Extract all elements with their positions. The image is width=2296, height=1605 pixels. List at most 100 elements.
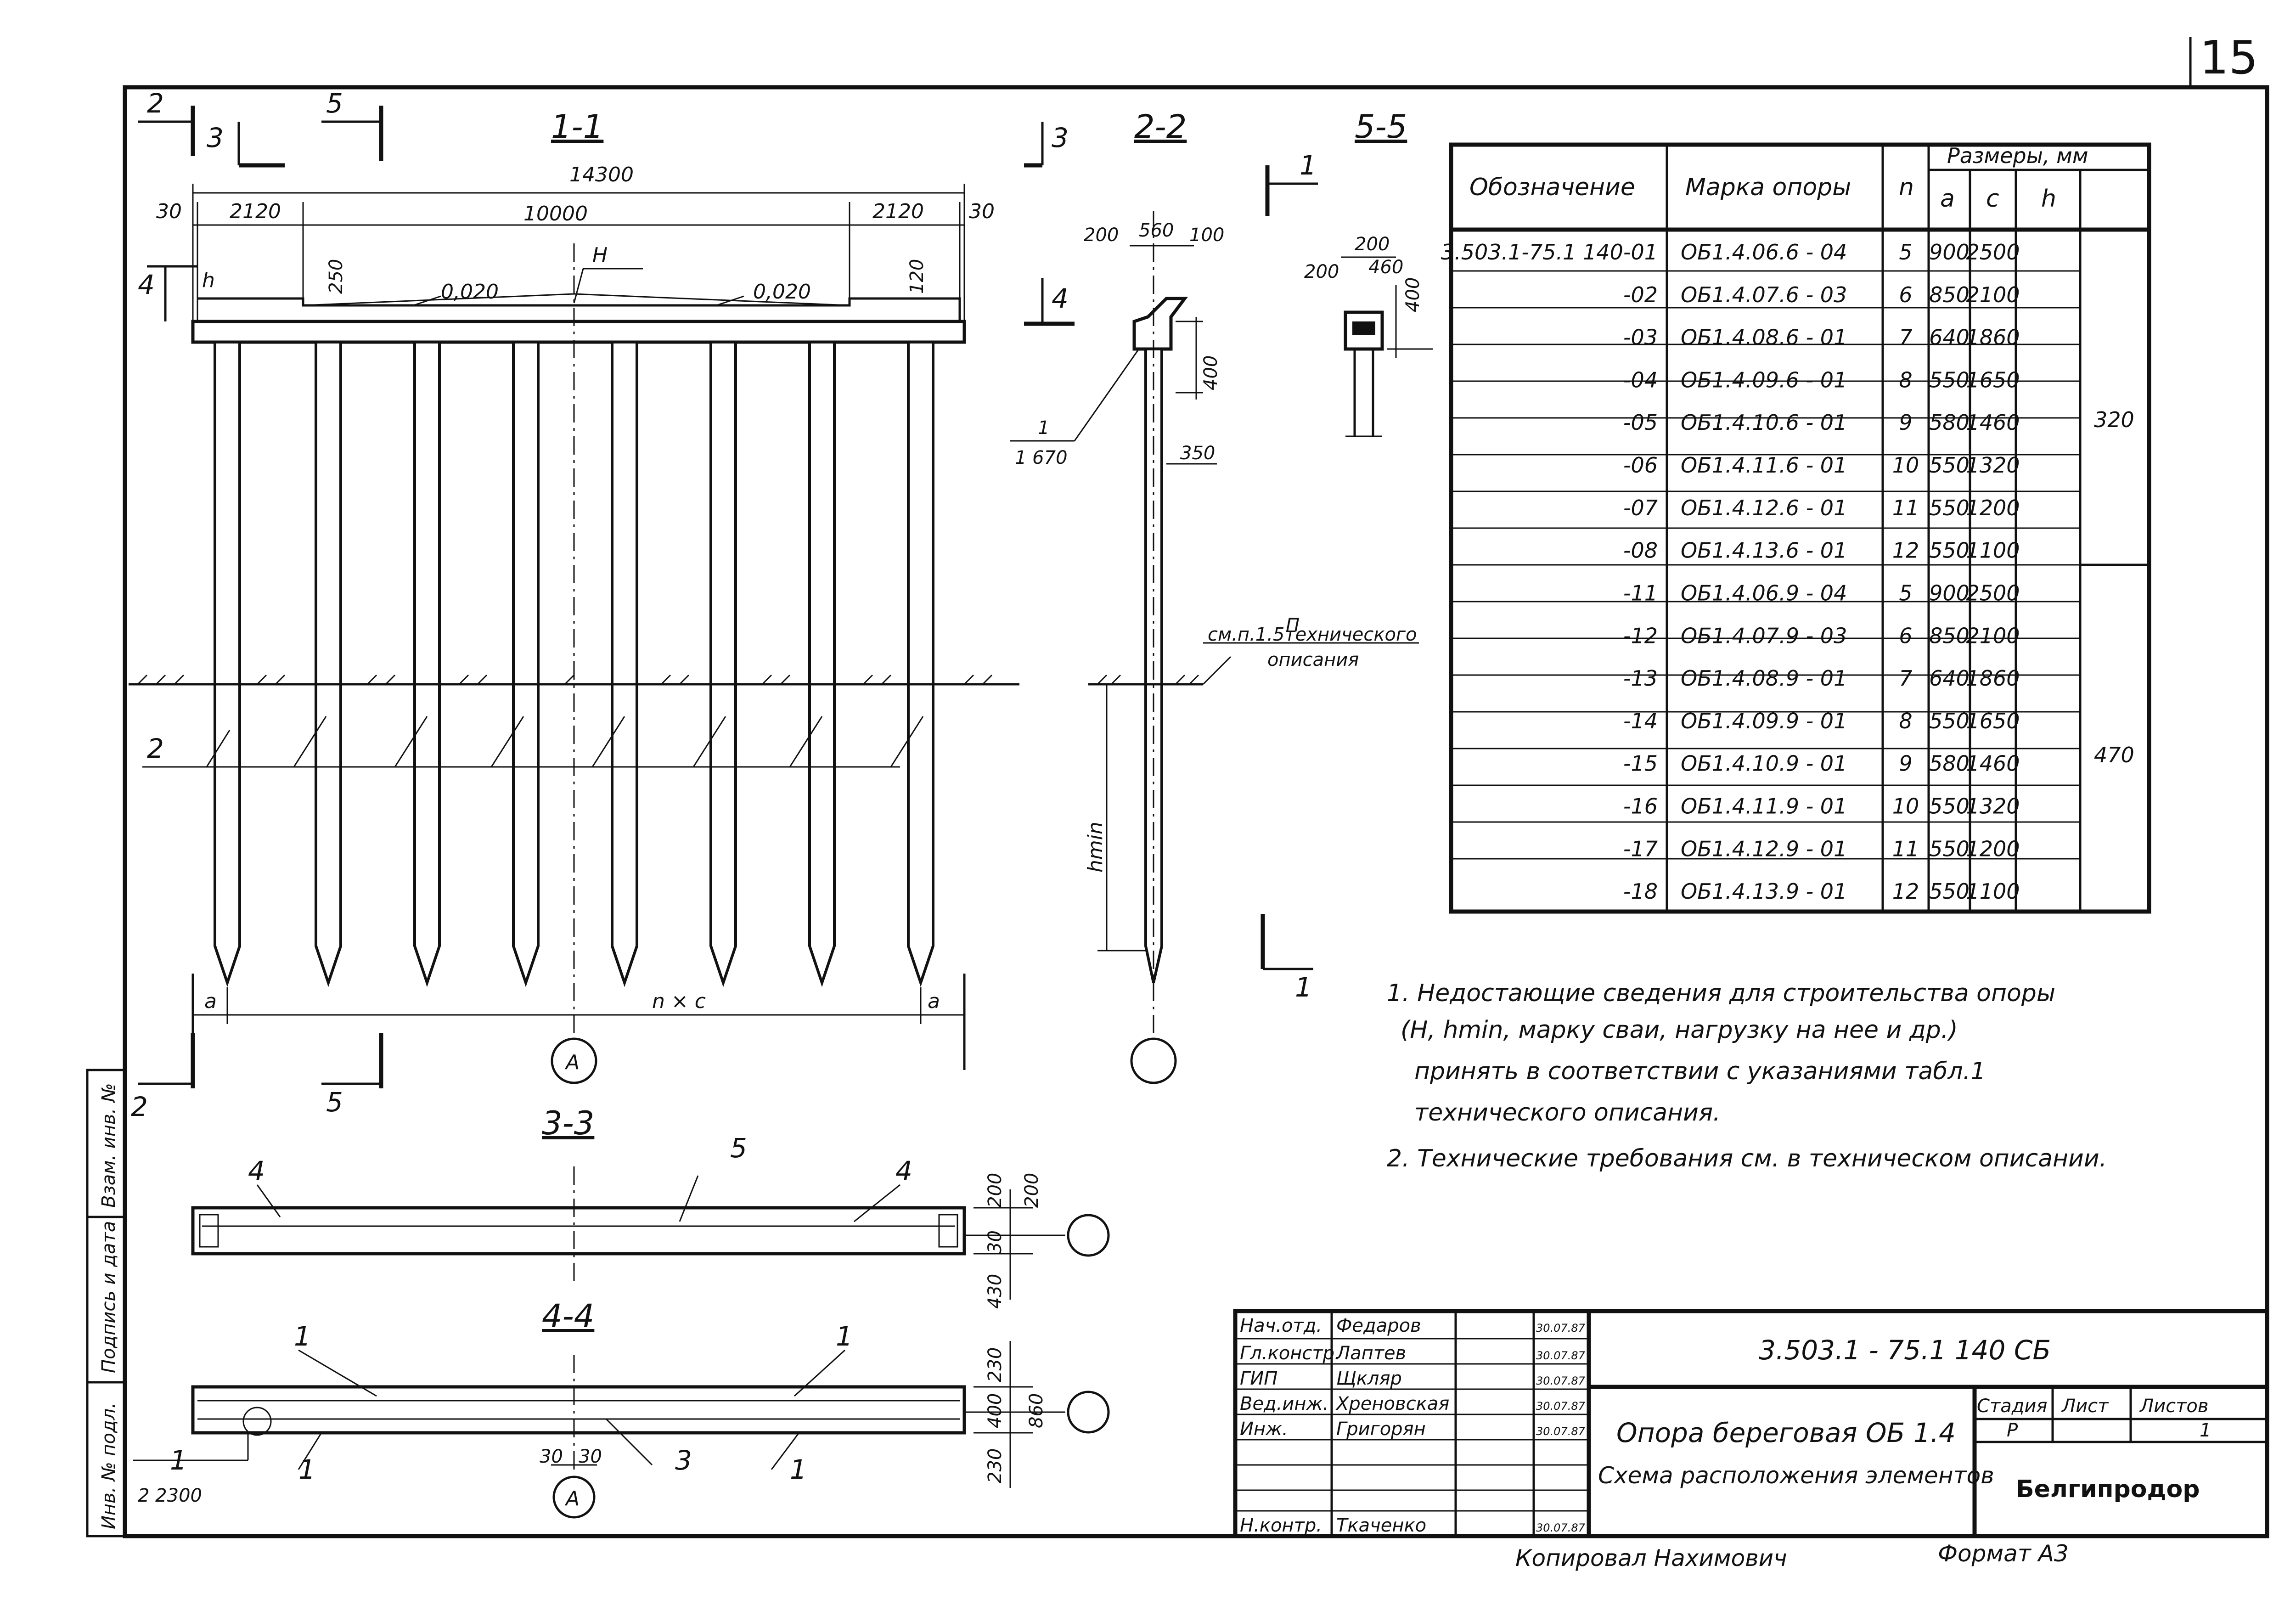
svg-text:30: 30 <box>985 1230 1006 1254</box>
svg-text:А: А <box>564 1051 580 1074</box>
table-cell-designation: -15 <box>1623 751 1658 776</box>
table-cell-n: 5 <box>1899 240 1912 265</box>
tb-title-1: Опора береговая ОБ 1.4 <box>1616 1417 1956 1448</box>
table-cell-a: 550 <box>1929 367 1970 392</box>
tb-role: Гл.констр. <box>1240 1343 1340 1364</box>
svg-text:350: 350 <box>1180 443 1215 464</box>
note-line-2: (H, hmin, марку сваи, нагрузку на нее и … <box>1401 1016 1958 1044</box>
table-cell-mark: ОБ1.4.11.9 - 01 <box>1681 794 1847 819</box>
table-cell-a: 550 <box>1929 496 1970 520</box>
tb-name: Григорян <box>1336 1419 1426 1440</box>
table-cell-designation: -14 <box>1623 709 1658 733</box>
table-cell-c: 1200 <box>1966 836 2020 861</box>
table-cell-designation: -17 <box>1623 836 1658 861</box>
table-cell-mark: ОБ1.4.12.9 - 01 <box>1681 836 1847 861</box>
section-2-2: 2-2 200 560 100 400 350 1 1 670 П см.п.1… <box>1010 108 1419 1084</box>
cut-marker-5-bottom: 5 <box>321 1033 383 1118</box>
table-cell-a: 850 <box>1929 282 1970 307</box>
tb-sheets: 1 <box>2200 1420 2211 1441</box>
sheet-frame <box>123 85 2269 1538</box>
tb-stage-label: Стадия <box>1977 1396 2047 1417</box>
svg-text:5: 5 <box>326 88 343 119</box>
table-cell-c: 1200 <box>1966 496 2020 520</box>
table-cell-designation: -12 <box>1623 623 1658 648</box>
note-line-3: принять в соответствии с указаниями табл… <box>1414 1058 1986 1085</box>
elements-table: Обозначение Марка опоры n Размеры, мм a … <box>1441 142 2151 914</box>
table-cell-n: 8 <box>1899 709 1912 733</box>
table-cell-c: 1320 <box>1966 794 2020 819</box>
side-stamp: Взам. инв. № Подпись и дата Инв. № подл. <box>86 1069 126 1537</box>
svg-text:1: 1 <box>1038 417 1049 439</box>
cut-marker-3-right: 3 <box>1024 122 1069 168</box>
sheet-number: 15 <box>2200 31 2258 84</box>
svg-text:1 670: 1 670 <box>1015 447 1068 468</box>
section-1-1: 1-1 2 3 5 3 4 4 <box>129 88 1075 1122</box>
axis-bubble-3-3 <box>1067 1214 1110 1257</box>
table-cell-c: 1460 <box>1966 410 2020 435</box>
tb-date: 30.07.87 <box>1536 1349 1586 1362</box>
axis-bubble-4-4 <box>552 1475 596 1519</box>
section-4-4-title: 4-4 <box>542 1297 594 1335</box>
svg-text:860: 860 <box>1026 1393 1047 1428</box>
svg-text:П: П <box>1286 615 1300 636</box>
th-c: c <box>1986 185 1999 213</box>
table-cell-designation: -02 <box>1623 282 1658 307</box>
svg-text:1: 1 <box>1295 972 1312 1003</box>
table-cell-mark: ОБ1.4.07.6 - 03 <box>1681 282 1847 307</box>
tb-role: Вед.инж. <box>1240 1393 1328 1414</box>
table-cell-designation: -18 <box>1623 879 1658 904</box>
table-cell-mark: ОБ1.4.09.9 - 01 <box>1681 709 1847 733</box>
notes: 1. Недостающие сведения для строительств… <box>1387 980 2107 1172</box>
table-cell-c: 2100 <box>1966 623 2020 648</box>
table-cell-mark: ОБ1.4.12.6 - 01 <box>1681 496 1847 520</box>
note-line-4: технического описания. <box>1414 1099 1721 1126</box>
svg-text:3: 3 <box>675 1445 692 1476</box>
svg-text:4: 4 <box>895 1155 912 1187</box>
label-a-right: a <box>928 990 940 1013</box>
section-2-2-title: 2-2 <box>1134 108 1187 146</box>
th-designation: Обозначение <box>1469 174 1635 201</box>
table-cell-designation: -13 <box>1623 666 1658 691</box>
table-cell-mark: ОБ1.4.13.9 - 01 <box>1681 879 1847 904</box>
svg-text:5: 5 <box>326 1087 343 1118</box>
table-cell-a: 550 <box>1929 794 1970 819</box>
svg-text:200: 200 <box>1084 225 1119 246</box>
tb-format: Формат А3 <box>1938 1540 2069 1567</box>
table-cell-c: 1860 <box>1966 325 2020 350</box>
table-cell-n: 9 <box>1899 410 1912 435</box>
svg-text:1: 1 <box>836 1321 853 1352</box>
svg-text:30: 30 <box>540 1446 563 1467</box>
svg-text:5: 5 <box>730 1132 747 1164</box>
table-cell-mark: ОБ1.4.08.6 - 01 <box>1681 325 1847 350</box>
section-4-4: 4-4 А 1 1 1 1 3 1 2 2300 30 30 230 400 2… <box>133 1297 1110 1519</box>
table-cell-mark: ОБ1.4.07.9 - 03 <box>1681 623 1847 648</box>
table-cell-a: 580 <box>1929 410 1970 435</box>
table-cell-n: 6 <box>1899 623 1912 648</box>
th-n: n <box>1899 174 1914 201</box>
table-cell-n: 10 <box>1892 453 1919 478</box>
th-mark: Марка опоры <box>1685 174 1851 201</box>
svg-text:100: 100 <box>1189 225 1224 246</box>
table-cell-n: 6 <box>1899 282 1912 307</box>
table-cell-a: 580 <box>1929 751 1970 776</box>
piles <box>214 341 934 987</box>
section-5-5: 5-5 200 460 200 400 <box>1304 108 1433 437</box>
tb-copied: Копировал Нахимович <box>1515 1545 1787 1571</box>
cut-marker-2-top: 2 <box>138 88 195 156</box>
table-cell-designation: -16 <box>1623 794 1658 819</box>
table-cell-c: 1100 <box>1966 879 2020 904</box>
table-cell-n: 11 <box>1892 496 1919 520</box>
svg-text:200: 200 <box>985 1173 1006 1208</box>
dim-30-left: 30 <box>156 200 182 223</box>
tb-date: 30.07.87 <box>1536 1521 1586 1534</box>
svg-text:230: 230 <box>985 1347 1006 1382</box>
table-cell-mark: ОБ1.4.10.9 - 01 <box>1681 751 1847 776</box>
svg-text:см.п.1.5технического: см.п.1.5технического <box>1208 624 1417 645</box>
table-cell-designation: -08 <box>1623 538 1658 563</box>
table-cell-c: 1650 <box>1966 367 2020 392</box>
table-cell-a: 550 <box>1929 836 1970 861</box>
tb-sheets-label: Листов <box>2139 1396 2208 1417</box>
table-cell-designation: -04 <box>1623 367 1658 392</box>
table-cell-a: 900 <box>1929 580 1970 605</box>
